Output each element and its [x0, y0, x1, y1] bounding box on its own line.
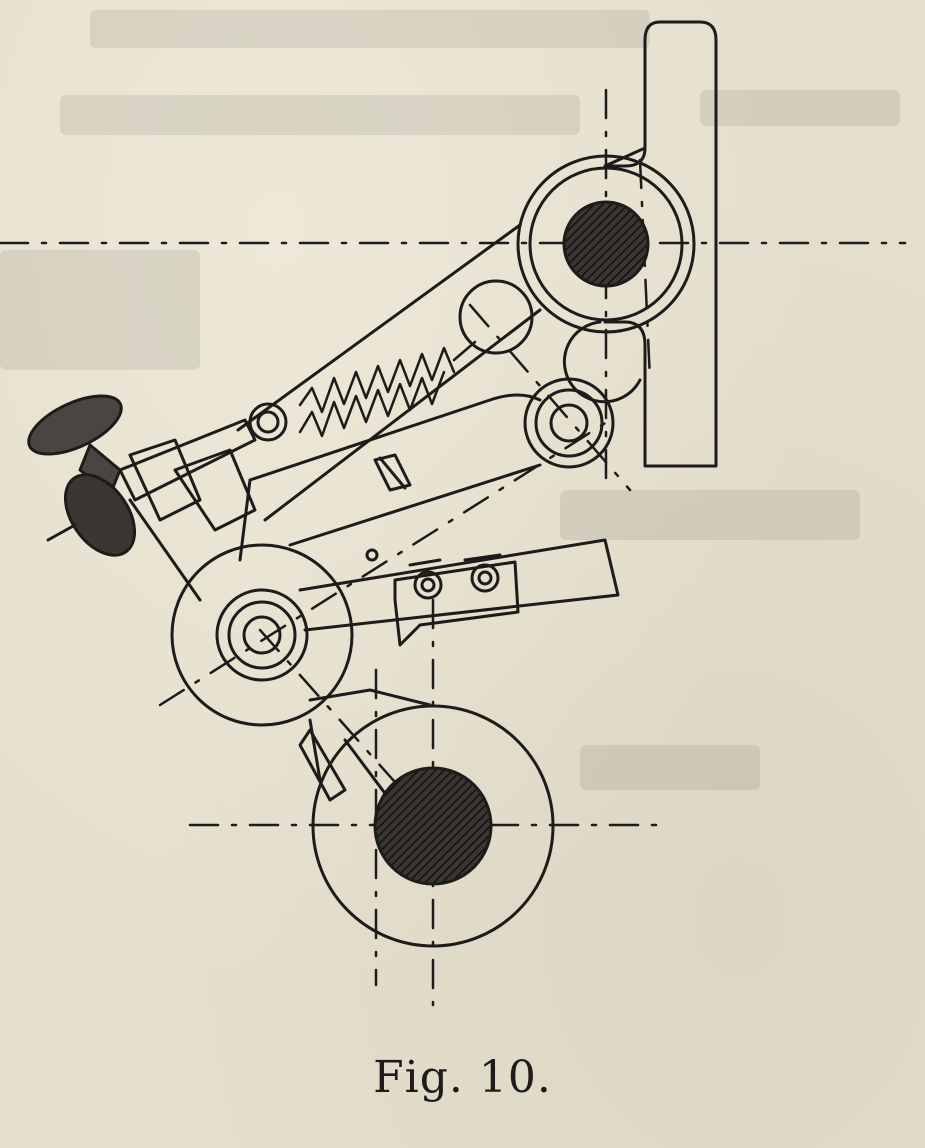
lower-boss	[311, 704, 555, 948]
lower-lever	[298, 538, 620, 632]
tension-spring	[298, 340, 477, 438]
upper-shaft-section	[562, 200, 650, 288]
upper-boss-inner	[528, 166, 684, 322]
figure-caption: Fig. 10.	[373, 1052, 552, 1103]
link-arc	[562, 320, 642, 404]
middle-roller-outer	[523, 377, 615, 469]
upper-boss-outer	[516, 154, 696, 334]
adjusting-knob	[27, 394, 257, 557]
lower-shaft-section	[373, 766, 493, 886]
pivot-disc	[170, 543, 354, 727]
